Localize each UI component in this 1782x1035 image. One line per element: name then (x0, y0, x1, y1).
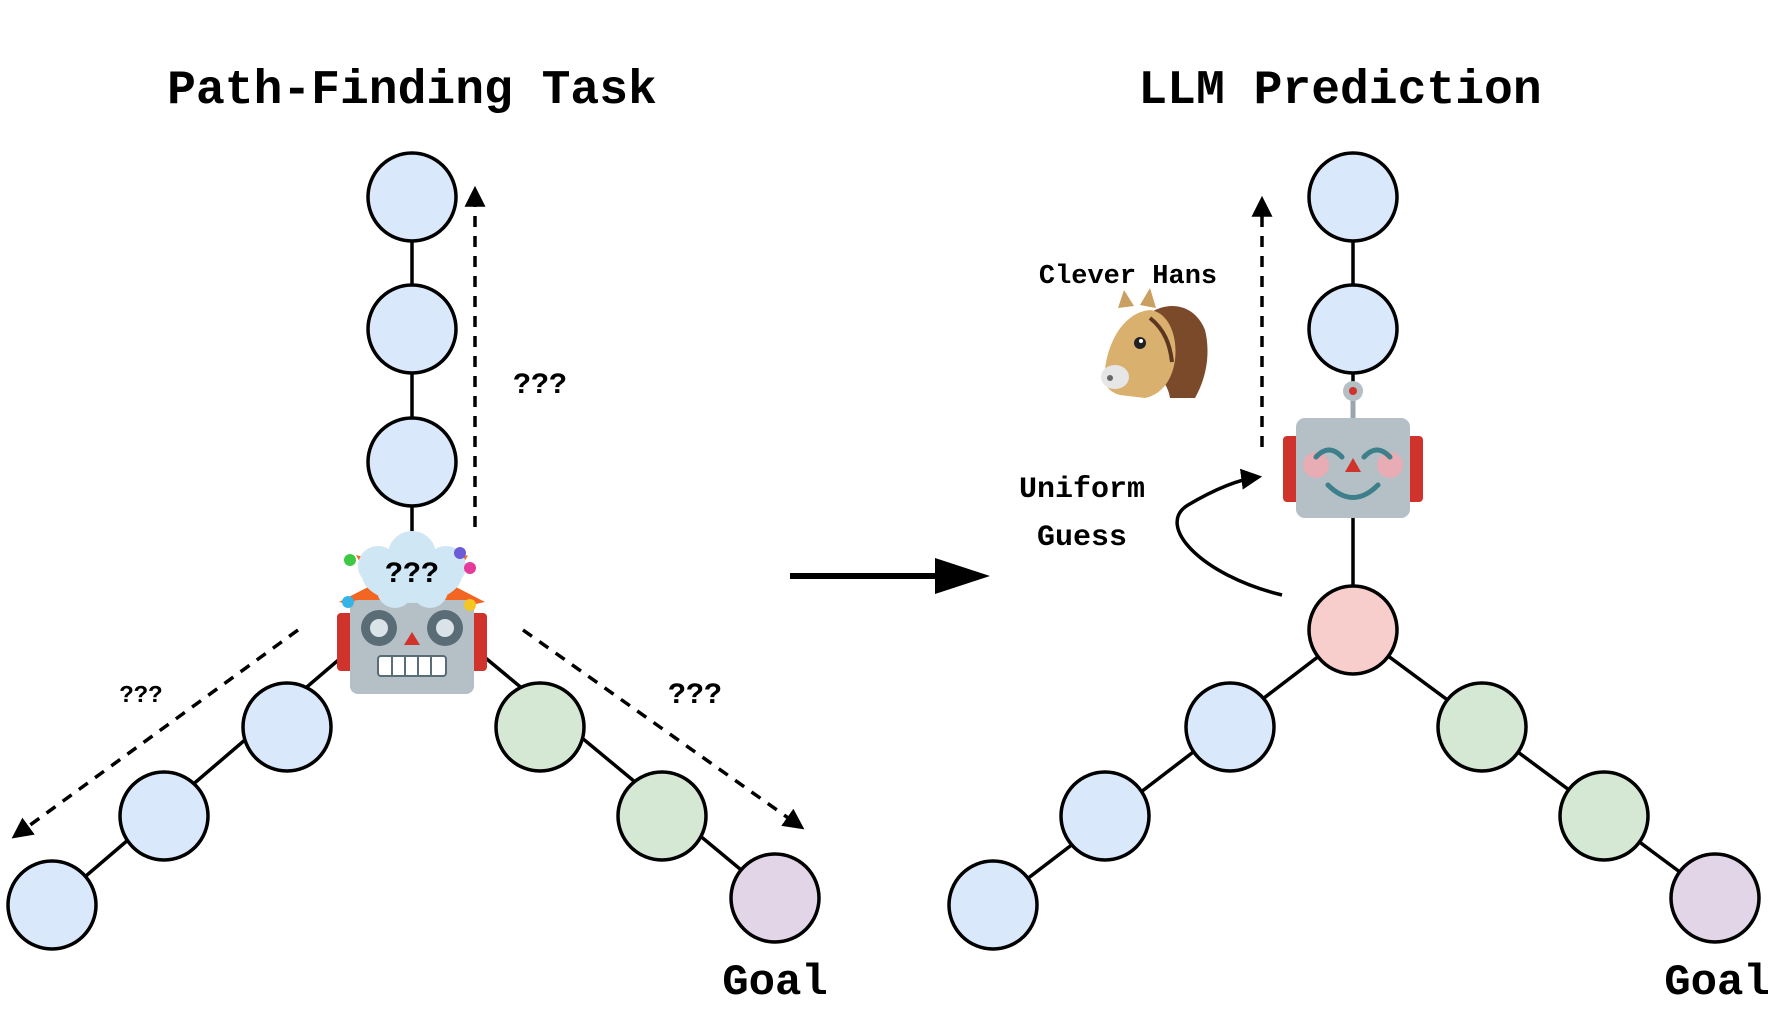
left-node-right-1 (494, 681, 586, 773)
right-panel-title: LLM Prediction (1138, 64, 1541, 118)
right-node-top-2 (1307, 283, 1399, 375)
left-question-left: ??? (119, 683, 162, 710)
right-node-left-2 (1059, 770, 1151, 862)
right-node-left-1 (1184, 681, 1276, 773)
robot-question-marks: ??? (385, 558, 439, 592)
exploding-head-robot-icon: ??? (337, 531, 487, 694)
left-graph-nodes (6, 151, 821, 951)
horse-icon (1101, 288, 1208, 398)
left-node-left-1 (241, 681, 333, 773)
left-node-top-2 (366, 283, 458, 375)
uniform-guess-label-line2: Guess (1037, 521, 1127, 555)
left-goal-label: Goal (722, 958, 828, 1008)
right-graph-nodes (947, 151, 1761, 951)
right-edge-lower-right (1351, 628, 1717, 900)
left-node-top-1 (366, 151, 458, 243)
right-node-left-3 (947, 859, 1039, 951)
right-panel: LLM Prediction (947, 64, 1770, 1008)
happy-robot-icon (1283, 381, 1423, 518)
transition-arrow (790, 558, 990, 594)
left-question-up: ??? (513, 369, 567, 403)
left-node-left-2 (118, 770, 210, 862)
left-node-top-3 (366, 416, 458, 508)
right-node-right-1 (1436, 681, 1528, 773)
left-arrow-lower-right (521, 628, 805, 830)
left-question-right: ??? (668, 679, 722, 713)
clever-hans-label: Clever Hans (1039, 262, 1217, 292)
right-goal-label: Goal (1664, 958, 1770, 1008)
uniform-guess-arrow (1175, 468, 1283, 597)
left-panel: Path-Finding Task ??? ??? ??? (6, 64, 828, 1008)
right-node-start (1307, 584, 1399, 676)
right-node-goal (1669, 852, 1761, 944)
uniform-guess-label-line1: Uniform (1019, 473, 1145, 507)
left-node-right-2 (616, 770, 708, 862)
right-edge-lower-left (991, 628, 1355, 907)
left-node-left-3 (6, 859, 98, 951)
left-panel-title: Path-Finding Task (167, 64, 657, 118)
right-node-right-2 (1558, 770, 1650, 862)
right-node-top-1 (1307, 151, 1399, 243)
left-node-goal (729, 852, 821, 944)
